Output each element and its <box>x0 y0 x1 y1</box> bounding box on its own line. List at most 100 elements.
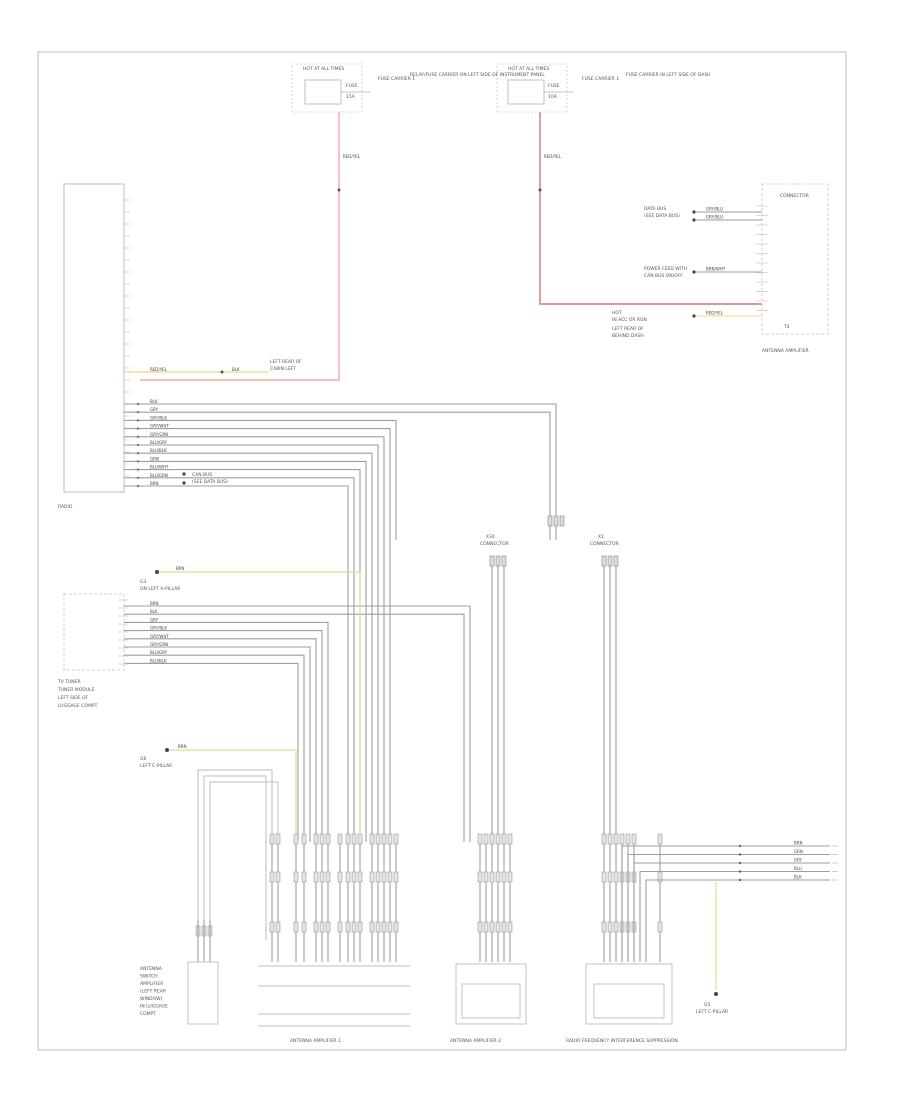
tuner-wire-4 <box>124 630 323 842</box>
radio-wire-pin-9 <box>136 468 140 471</box>
rfi-wire-2 <box>627 853 830 962</box>
diagram-frame <box>37 51 847 1051</box>
drop-connector-top-4 <box>301 833 307 845</box>
antenna-note-sub-2: CAN BUS ON/OFF <box>644 273 683 279</box>
antenna-note-sub-4: BEHIND DASH <box>612 333 644 339</box>
drop-connector-low-15 <box>387 921 393 933</box>
drop-connector-top-5 <box>313 833 319 845</box>
drop-connector-low-22 <box>507 921 513 933</box>
antenna-amplifier-2-label: ANTENNA AMPLIFIER 2 <box>450 1038 501 1044</box>
drop-connector-mid-5 <box>313 871 319 883</box>
drop-connector-mid-4 <box>301 871 307 883</box>
drop-connector-low-10 <box>351 921 357 933</box>
radio-acc-wire-label: RED/YEL <box>150 367 168 372</box>
drop-connector-low-4 <box>301 921 307 933</box>
antenna-unit-conn-bottom: T4 <box>783 324 790 330</box>
drop-connector-top-3 <box>293 833 299 845</box>
antenna-note-1: DATA BUS <box>644 206 666 212</box>
radio-wire-label-5: GRY/GRN <box>150 432 168 437</box>
tuner-wire-bundles: BRNBLKGRYGRY/BLKGRY/WHTGRY/GRNBLU/GRYBLU… <box>118 599 471 842</box>
tuner-wire-2 <box>124 613 465 842</box>
fuse-left-location: RELAY/FUSE CARRIER ON LEFT SIDE OF INSTR… <box>410 72 545 78</box>
drop-connector-low-25 <box>613 921 619 933</box>
ground-g5-location: LEFT C-PILLAR <box>696 1009 728 1015</box>
radio-wire-pin-7 <box>136 452 140 455</box>
drop-connector-top-26 <box>619 833 625 845</box>
drop-connector-top-8 <box>337 833 343 845</box>
antenna-note-wire-label-2: BRN/WHT <box>706 267 726 272</box>
drop-connector-mid-10 <box>351 871 357 883</box>
switch-amp-line-6: IN LUGGAGE <box>140 1004 168 1010</box>
drop-connector-top-22 <box>507 833 513 845</box>
fuse-right-label: FUSE <box>548 83 560 89</box>
radio-wire-pin-2 <box>136 411 140 414</box>
splice-right-pin-1 <box>601 555 607 567</box>
drop-connector-top-13 <box>375 833 381 845</box>
tv-tuner-module <box>63 593 125 671</box>
drop-connector-mid-13 <box>375 871 381 883</box>
rfi-suppression-unit <box>585 963 673 1025</box>
drop-connector-low-29 <box>657 921 663 933</box>
drop-connector-mid-7 <box>325 871 331 883</box>
radio-can-note: CAN BUS <box>192 472 212 478</box>
switch-amp-line-4: (LEFT REAR <box>140 989 166 995</box>
tuner-wire-label-2: BLK <box>150 609 158 614</box>
drop-connector-top-28 <box>631 833 637 845</box>
ground-g3-location: ON LEFT A-PILLAR <box>140 586 180 592</box>
drop-connector-mid-1 <box>269 871 275 883</box>
radio-wire-pin-5 <box>136 435 140 438</box>
drop-connector-top-19 <box>489 833 495 845</box>
radio-wire-9 <box>124 469 361 842</box>
antenna-note-wire-label-3: RED/YEL <box>706 311 724 316</box>
radio-wire-label-1: BLK <box>150 399 158 404</box>
tuner-wire-label-3: GRY <box>150 617 159 622</box>
drop-connector-top-7 <box>325 833 331 845</box>
rfi-suppression-label: RADIO FREQUENCY INTERFERENCE SUPPRESSION <box>566 1038 678 1044</box>
rfi-wire-label-5: BLK <box>794 875 802 880</box>
tuner-wire-8 <box>124 662 299 842</box>
antenna-note-sub-1: (SEE DATA BUS) <box>644 213 680 219</box>
radio-wire-label-9: BLU/WHT <box>150 465 169 470</box>
fuse-left-header: HOT AT ALL TIMES <box>303 66 344 72</box>
drop-connector-top-23 <box>601 833 607 845</box>
tv-tuner-line-3: LUGGAGE COMPT <box>58 703 98 709</box>
drop-connector-top-10 <box>351 833 357 845</box>
tuner-wire-3 <box>124 621 329 842</box>
rfi-wire-pin-5 <box>738 878 742 882</box>
radio-unit <box>63 183 125 493</box>
rfi-wire-4 <box>639 870 830 962</box>
radio-acc-wire-label-2: BLK <box>232 367 240 372</box>
drop-connector-mid-25 <box>613 871 619 883</box>
fuse-left-label: FUSE <box>346 83 358 89</box>
ground-g3-symbol <box>155 570 159 574</box>
radio-can-note-sub: (SEE DATA BUS) <box>192 479 228 485</box>
drop-connector-low-11 <box>357 921 363 933</box>
ground-g3-wire-label: BRN <box>176 566 185 571</box>
drop-connector-low-7 <box>325 921 331 933</box>
power-wire-right <box>539 112 762 305</box>
tuner-wire-label-5: GRY/WHT <box>150 634 169 639</box>
radio-wire-label-3: GRY/BLK <box>150 415 167 420</box>
tv-tuner-title: TV TUNER <box>57 679 81 685</box>
ground-g6-wire <box>170 749 297 842</box>
switch-amp-line-3: AMPLIFIER <box>140 981 163 987</box>
antenna-note-dot-1 <box>692 210 696 214</box>
tuner-wire-5 <box>124 638 317 842</box>
radio-wire-pin-11 <box>136 484 140 488</box>
radio-left-note-sub: CABIN LEFT <box>270 366 296 372</box>
drop-connector-top-29 <box>657 833 663 845</box>
drop-connector-low-18 <box>483 921 489 933</box>
radio-label: RADIO <box>58 504 73 510</box>
antenna-note-sub-3: IN ACC OR RUN <box>612 317 647 323</box>
drop-connector-mid-22 <box>507 871 513 883</box>
ground-g6-wire-label: BRN <box>178 744 187 749</box>
fuse-block-right: HOT AT ALL TIMES FUSE 10A FUSE CARRIER 1… <box>496 63 711 113</box>
radio-wire-8 <box>124 460 367 842</box>
drop-connector-low-14 <box>381 921 387 933</box>
drop-connector-top-24 <box>607 833 613 845</box>
drop-connector-low-1 <box>269 921 275 933</box>
radio-wire-1 <box>124 403 557 540</box>
radio-wire-label-10: BLU/GRN <box>150 473 168 478</box>
drop-connector-top-15 <box>387 833 393 845</box>
drop-connector-top-2 <box>275 833 281 845</box>
